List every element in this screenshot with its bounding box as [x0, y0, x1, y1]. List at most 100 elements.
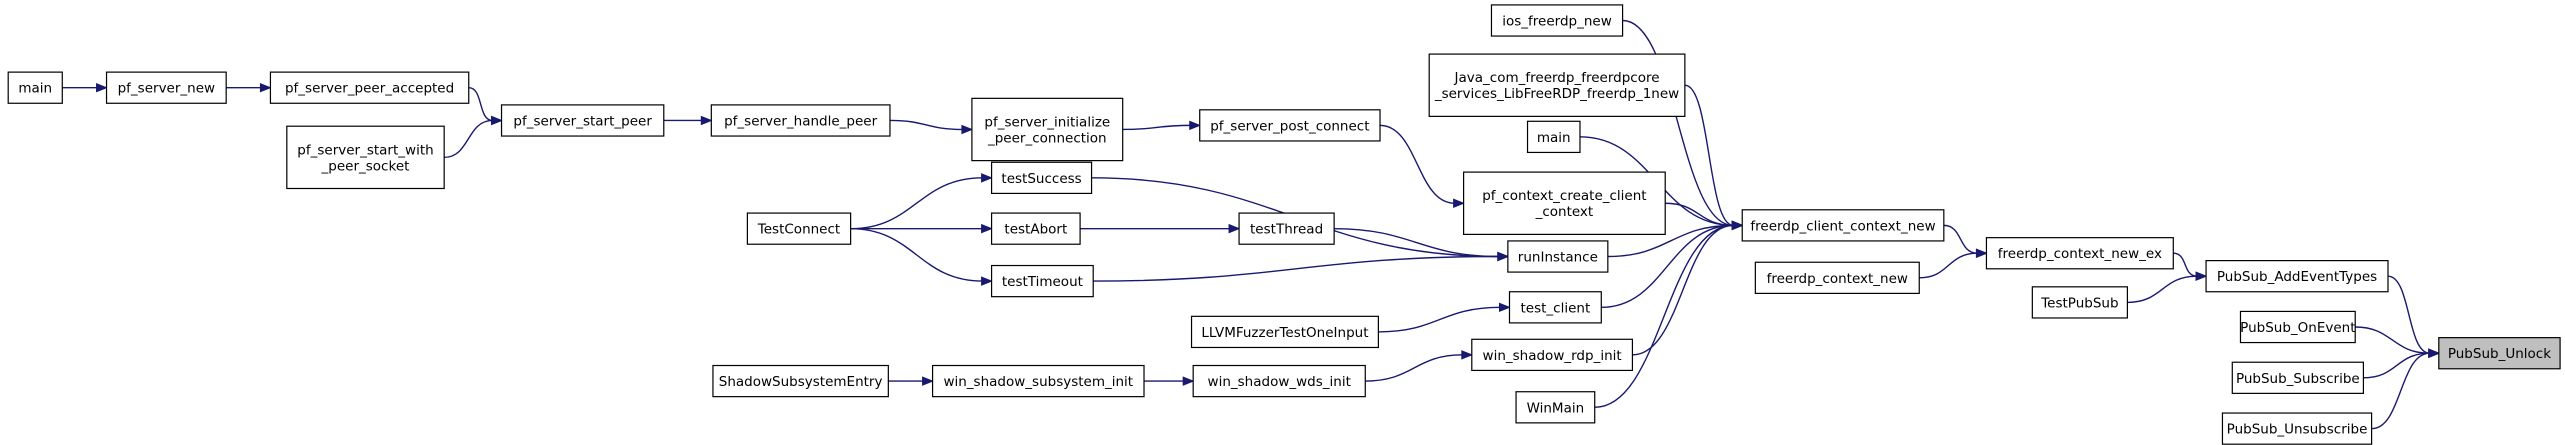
edge-line: [1684, 84, 1734, 227]
node-win-shadow-subsystem-init[interactable]: win_shadow_subsystem_init: [931, 364, 1145, 398]
edge-line: [1594, 224, 1734, 409]
node-freerdp-client-context-new[interactable]: freerdp_client_context_new: [1741, 209, 1945, 242]
node-win-shadow-wds-init[interactable]: win_shadow_wds_init: [1192, 364, 1366, 398]
node-pf-server-start-with-peer-socket[interactable]: pf_server_start_with_peer_socket: [286, 125, 445, 190]
node-label: _services_LibFreeRDP_freerdp_1new: [1434, 86, 1679, 102]
edge-line: [2371, 352, 2430, 430]
edge-line: [2127, 275, 2198, 304]
edge-pf-server-new-to-pf-server-peer-accepted: [226, 82, 272, 93]
node-pf-server-handle-peer[interactable]: pf_server_handle_peer: [710, 104, 891, 137]
node-pf-server-peer-accepted[interactable]: pf_server_peer_accepted: [269, 71, 470, 104]
arrowhead: [2195, 271, 2208, 281]
node-runinstance[interactable]: runInstance: [1507, 240, 1609, 273]
arrowhead: [1731, 220, 1744, 231]
arrowhead: [700, 115, 713, 126]
node-win-shadow-rdp-init[interactable]: win_shadow_rdp_init: [1471, 338, 1634, 372]
arrowhead: [259, 82, 272, 93]
node-pubsub-addeventtypes[interactable]: PubSub_AddEventTypes: [2205, 260, 2389, 293]
node-testabort[interactable]: testAbort: [990, 212, 1081, 245]
node-testsuccess[interactable]: testSuccess: [990, 161, 1093, 195]
node-main1[interactable]: main: [7, 71, 63, 104]
edge-pf-server-start-peer-to-pf-server-handle-peer: [663, 115, 713, 126]
node-box: [1490, 4, 1624, 37]
node-label: pf_context_create_client: [1482, 188, 1646, 204]
arrowhead: [981, 223, 993, 234]
node-pubsub-onevent[interactable]: PubSub_OnEvent: [2239, 310, 2356, 344]
edge-line: [850, 227, 983, 282]
node-freerdp-context-new-ex[interactable]: freerdp_context_new_ex: [1985, 237, 2174, 270]
node-box: [1428, 53, 1686, 117]
node-label: Java_com_freerdp_freerdpcore: [1454, 70, 1660, 86]
edge-testabort-to-testthread: [1080, 223, 1241, 234]
node-label: win_shadow_rdp_init: [1483, 348, 1622, 364]
arrowhead: [1975, 248, 1988, 258]
arrowhead: [961, 124, 974, 135]
edge-testtimeout-to-runinstance: [1093, 251, 1510, 282]
node-label: win_shadow_wds_init: [1208, 374, 1351, 390]
node-label: WinMain: [1527, 400, 1585, 416]
arrowhead: [981, 173, 993, 183]
node-label: PubSub_OnEvent: [2240, 320, 2355, 336]
node-pf-server-post-connect[interactable]: pf_server_post_connect: [1199, 109, 1381, 142]
edge-line: [1378, 306, 1501, 333]
edge-pubsub-addeventtypes-to-pubsub-unlock: [2387, 275, 2441, 358]
node-pubsub-unlock[interactable]: PubSub_Unlock: [2438, 337, 2561, 370]
node-box: [1199, 109, 1381, 142]
edge-line: [1601, 224, 1734, 309]
edge-pf-server-handle-peer-to-pf-server-initialize-peer-connection: [889, 119, 974, 135]
node-pf-context-create-client-context[interactable]: pf_context_create_client_context: [1463, 171, 1666, 235]
node-box: [1526, 120, 1581, 154]
node-box: [710, 104, 891, 137]
node-test-client[interactable]: test_client: [1508, 291, 1602, 324]
arrowhead: [1189, 120, 1202, 131]
node-pf-server-initialize-peer-connection[interactable]: pf_server_initialize_peer_connection: [971, 97, 1124, 162]
node-box: [1190, 315, 1379, 349]
node-ios-freerdp-new[interactable]: ios_freerdp_new: [1490, 4, 1624, 37]
node-testthread[interactable]: testThread: [1238, 212, 1335, 245]
arrowhead: [1453, 198, 1465, 208]
node-shadowsubsystementry[interactable]: ShadowSubsystemEntry: [712, 364, 889, 398]
node-box: [2231, 361, 2365, 394]
node-pf-server-start-peer[interactable]: pf_server_start_peer: [500, 104, 665, 137]
node-label: pf_server_peer_accepted: [285, 81, 454, 97]
edge-pubsub-unsubscribe-to-pubsub-unlock: [2371, 348, 2441, 430]
node-testtimeout[interactable]: testTimeout: [990, 264, 1094, 298]
edge-line: [850, 177, 983, 230]
node-winmain[interactable]: WinMain: [1515, 391, 1596, 424]
node-label: testThread: [1250, 222, 1323, 238]
node-box: [1741, 209, 1945, 242]
node-label: pf_server_post_connect: [1210, 118, 1369, 134]
node-java-com[interactable]: Java_com_freerdp_freerdpcore_services_Li…: [1428, 53, 1686, 117]
node-pf-server-new[interactable]: pf_server_new: [105, 71, 227, 104]
edge-pf-server-initialize-peer-connection-to-pf-server-post-connect: [1122, 120, 1202, 131]
node-label: pf_server_start_peer: [513, 113, 652, 129]
node-box: [1463, 171, 1666, 235]
edge-testpubsub-to-pubsub-addeventtypes: [2127, 271, 2208, 304]
edge-main1-to-pf-server-new: [62, 82, 108, 93]
edge-line: [1093, 255, 1499, 282]
node-testconnect[interactable]: TestConnect: [746, 212, 852, 245]
node-pubsub-subscribe[interactable]: PubSub_Subscribe: [2231, 361, 2365, 394]
node-main2[interactable]: main: [1526, 120, 1581, 154]
edge-line: [1622, 19, 1734, 227]
node-box: [1508, 291, 1602, 324]
node-box: [990, 161, 1093, 195]
edge-line: [2387, 275, 2430, 354]
edge-line: [2355, 326, 2430, 354]
node-label: test_client: [1521, 300, 1591, 316]
node-testpubsub[interactable]: TestPubSub: [2031, 286, 2128, 319]
node-pubsub-unsubscribe[interactable]: PubSub_Unsubscribe: [2221, 412, 2373, 445]
edge-pf-server-start-with-peer-socket-to-pf-server-start-peer: [444, 115, 503, 159]
edge-win-shadow-rdp-init-to-freerdp-client-context-new: [1632, 220, 1744, 356]
edge-layer: [62, 19, 2441, 430]
arrowhead: [1498, 302, 1511, 313]
node-label: PubSub_AddEventTypes: [2217, 269, 2377, 285]
arrowhead: [1497, 251, 1510, 262]
node-freerdp-context-new[interactable]: freerdp_context_new: [1754, 261, 1920, 294]
node-label: TestPubSub: [2040, 295, 2118, 311]
arrowhead: [922, 376, 934, 386]
node-box: [105, 71, 227, 104]
node-label: PubSub_Unlock: [2448, 346, 2551, 362]
node-llvmfuzzertestoneinput[interactable]: LLVMFuzzerTestOneInput: [1190, 315, 1379, 349]
edge-line: [1334, 227, 1499, 258]
